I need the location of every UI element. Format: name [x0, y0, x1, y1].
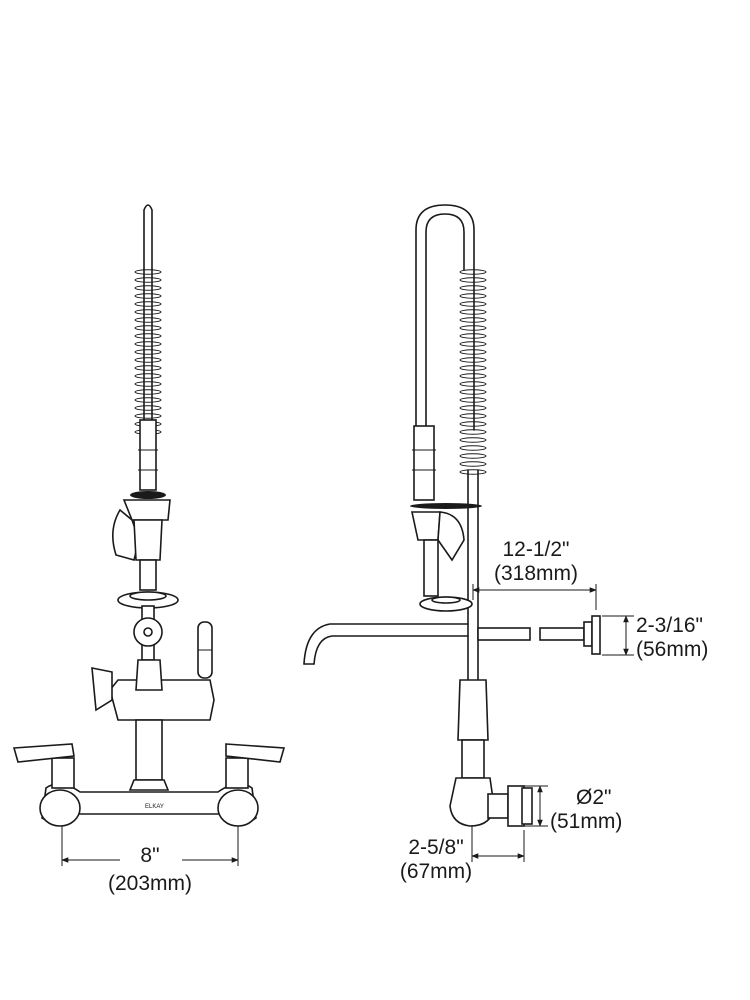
svg-text:ELKAY: ELKAY	[145, 804, 164, 810]
spring-coil	[459, 357, 487, 363]
spring-coil	[134, 325, 162, 331]
spring-coil	[134, 277, 162, 283]
spring-coil	[459, 421, 487, 427]
spring-coil	[459, 397, 487, 403]
spring-coil	[134, 317, 162, 323]
width-dimension-label-mm: (203mm)	[108, 872, 192, 895]
spring-coil	[134, 381, 162, 387]
reach-dimension-label-mm: (318mm)	[494, 562, 578, 585]
spring-coil	[459, 445, 487, 451]
spring-coil	[459, 349, 487, 355]
spring-coil	[134, 397, 162, 403]
spring-coil	[459, 277, 487, 283]
reach-dimension-label: 12-1/2"	[503, 538, 570, 561]
spring-coil	[134, 293, 162, 299]
spring-coil	[459, 293, 487, 299]
spring-coil	[134, 285, 162, 291]
spring-coil	[459, 341, 487, 347]
spring-coil	[459, 389, 487, 395]
spring-coil	[459, 381, 487, 387]
spring-coil	[459, 325, 487, 331]
spring-coil	[134, 309, 162, 315]
spring-coil	[459, 373, 487, 379]
spring-coil	[134, 357, 162, 363]
depth-dimension-label-mm: (67mm)	[400, 860, 472, 883]
side-spring	[459, 269, 487, 475]
spring-coil	[134, 349, 162, 355]
spring-coil	[134, 333, 162, 339]
spring-coil	[459, 333, 487, 339]
spring-coil	[459, 301, 487, 307]
flange-dimension-label: 2-3/16"	[636, 614, 703, 637]
diameter-dimension-label: Ø2"	[576, 786, 611, 809]
spring-coil	[459, 437, 487, 443]
spring-coil	[134, 373, 162, 379]
spring-coil	[134, 301, 162, 307]
spring-coil	[134, 413, 162, 419]
spring-coil	[459, 469, 487, 475]
spring-coil	[459, 285, 487, 291]
diameter-dimension-label-mm: (51mm)	[550, 810, 622, 833]
spring-coil	[459, 365, 487, 371]
spring-coil	[459, 453, 487, 459]
spring-coil	[459, 309, 487, 315]
width-dimension-label: 8"	[140, 844, 159, 867]
spring-coil	[459, 269, 487, 275]
spring-coil	[459, 317, 487, 323]
spring-coil	[134, 365, 162, 371]
spring-coil	[459, 405, 487, 411]
side-view: 12-1/2" (318mm) 2-3/16" (56mm) Ø2" (51mm…	[303, 204, 708, 883]
spring-coil	[134, 405, 162, 411]
depth-dimension-label: 2-5/8"	[408, 836, 463, 859]
spring-coil	[134, 341, 162, 347]
spring-coil	[459, 429, 487, 435]
spring-coil	[459, 461, 487, 467]
spring-coil	[134, 269, 162, 275]
spring-coil	[134, 389, 162, 395]
spring-coil	[459, 413, 487, 419]
front-spring	[134, 269, 162, 435]
flange-dimension-label-mm: (56mm)	[636, 638, 708, 661]
front-view: ELKAY 8" (203mm)	[12, 204, 286, 895]
